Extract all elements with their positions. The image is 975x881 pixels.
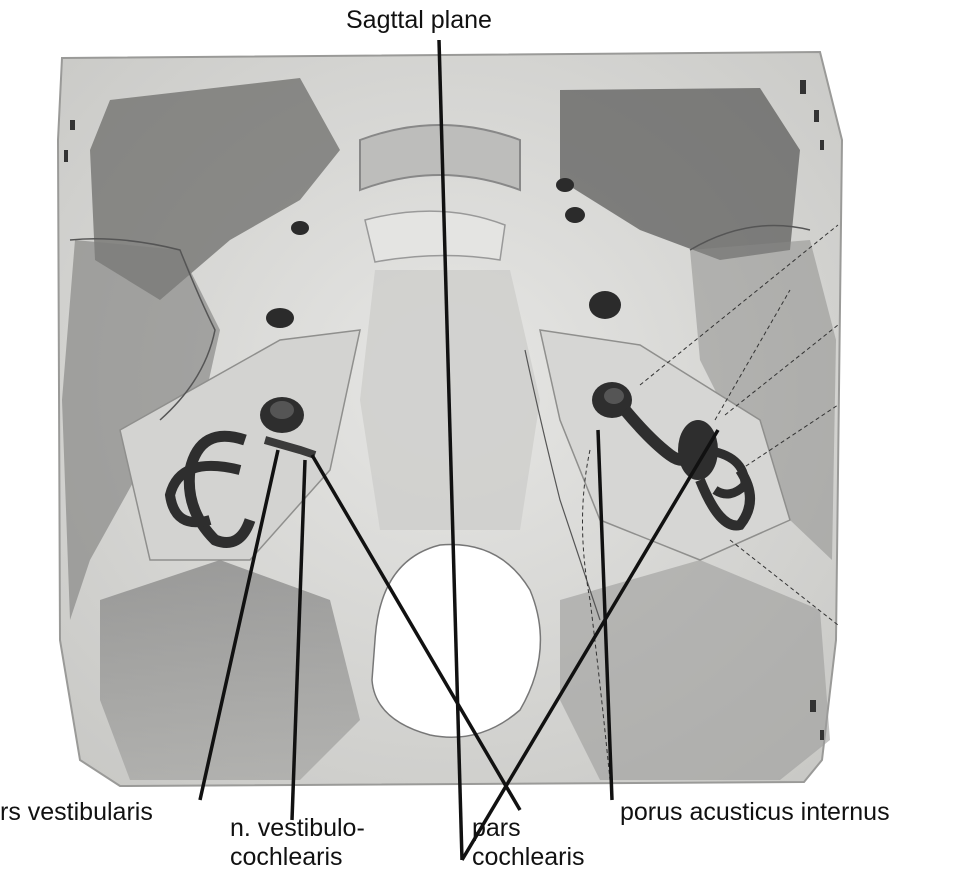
n-vestibulo-cochlearis-label-line2: cochlearis xyxy=(230,843,343,871)
left-foramen-1 xyxy=(266,308,294,328)
sagittal-plane-label: Sagttal plane xyxy=(346,6,492,34)
pars-cochlearis-label-line2: cochlearis xyxy=(472,843,585,871)
right-foramen-3 xyxy=(556,178,574,192)
pars-cochlearis-label-line1: pars xyxy=(472,814,521,842)
porus-acusticus-internus-label: porus acusticus internus xyxy=(620,798,890,826)
right-foramen-2 xyxy=(565,207,585,223)
right-foramen-1 xyxy=(589,291,621,319)
dorsum-sellae xyxy=(365,211,505,262)
n-vestibulo-cochlearis-label-line1: n. vestibulo- xyxy=(230,814,365,842)
pars-vestibularis-label: rs vestibularis xyxy=(0,798,153,826)
left-foramen-2 xyxy=(291,221,309,235)
